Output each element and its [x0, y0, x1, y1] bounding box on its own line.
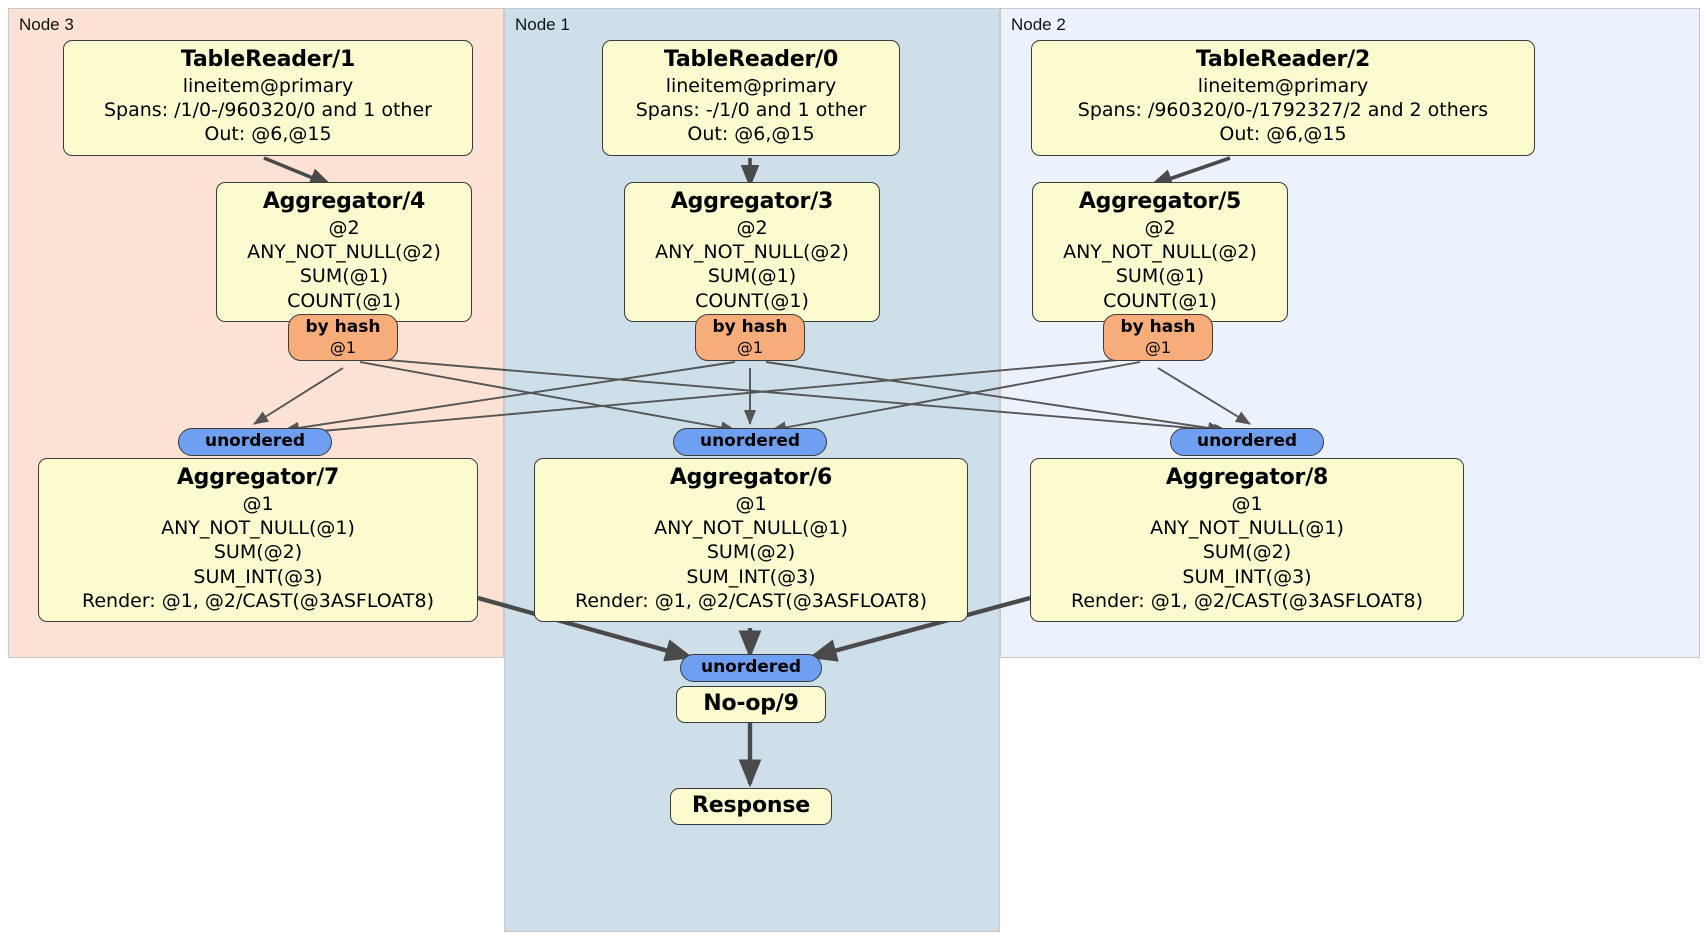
processor-detail-groupby: @2: [736, 216, 768, 239]
processor-detail-agg3: SUM_INT(@3): [193, 565, 323, 588]
processor-aggregator-5[interactable]: Aggregator/5 @2 ANY_NOT_NULL(@2) SUM(@1)…: [1032, 182, 1288, 323]
router-column: @1: [329, 338, 357, 358]
processor-title: Aggregator/3: [670, 189, 834, 214]
processor-title: TableReader/0: [663, 47, 839, 72]
processor-table-reader-0[interactable]: TableReader/0 lineitem@primary Spans: -/…: [602, 40, 900, 156]
node-panel-label-node2: Node 2: [1011, 15, 1066, 34]
input-sync-unordered-left[interactable]: unordered: [178, 428, 332, 457]
processor-detail-agg3: COUNT(@1): [287, 289, 401, 312]
processor-title: TableReader/1: [180, 47, 356, 72]
processor-detail-agg1: ANY_NOT_NULL(@2): [1063, 241, 1257, 264]
processor-detail-agg3: COUNT(@1): [1103, 289, 1217, 312]
processor-detail-agg2: SUM(@2): [706, 541, 796, 564]
processor-detail-agg2: SUM(@1): [1115, 265, 1205, 288]
processor-title: Aggregator/6: [669, 465, 833, 490]
processor-detail-out: Out: @6,@15: [204, 123, 332, 146]
processor-detail-groupby: @1: [1231, 492, 1263, 515]
node-panel-label-node3: Node 3: [19, 15, 74, 34]
input-sync-unordered-center[interactable]: unordered: [673, 428, 827, 457]
output-router-by-hash-right[interactable]: by hash @1: [1103, 314, 1213, 362]
router-column: @1: [736, 338, 764, 358]
sync-label: unordered: [1196, 431, 1298, 451]
processor-title: Aggregator/5: [1078, 189, 1242, 214]
processor-detail-agg1: ANY_NOT_NULL(@1): [1150, 517, 1344, 540]
processor-detail-out: Out: @6,@15: [687, 123, 815, 146]
processor-detail-render: Render: @1, @2/CAST(@3ASFLOAT8): [575, 590, 927, 613]
processor-detail-spans: Spans: -/1/0 and 1 other: [635, 99, 867, 122]
processor-detail-spans: Spans: /1/0-/960320/0 and 1 other: [104, 99, 432, 122]
output-router-by-hash-left[interactable]: by hash @1: [288, 314, 398, 362]
processor-title: No-op/9: [703, 691, 799, 716]
sync-label: unordered: [700, 657, 802, 677]
processor-detail-agg3: SUM_INT(@3): [1182, 565, 1312, 588]
processor-table-reader-1[interactable]: TableReader/1 lineitem@primary Spans: /1…: [63, 40, 473, 156]
router-label: by hash: [712, 317, 788, 337]
processor-table-reader-2[interactable]: TableReader/2 lineitem@primary Spans: /9…: [1031, 40, 1535, 156]
processor-detail-spans: Spans: /960320/0-/1792327/2 and 2 others: [1077, 99, 1489, 122]
processor-detail-agg2: SUM(@2): [213, 541, 303, 564]
processor-title: Aggregator/8: [1165, 465, 1329, 490]
processor-title: Aggregator/4: [262, 189, 426, 214]
processor-aggregator-8[interactable]: Aggregator/8 @1 ANY_NOT_NULL(@1) SUM(@2)…: [1030, 458, 1464, 623]
router-label: by hash: [1120, 317, 1196, 337]
processor-detail-groupby: @1: [242, 492, 274, 515]
processor-detail-render: Render: @1, @2/CAST(@3ASFLOAT8): [1071, 590, 1423, 613]
input-sync-unordered-right[interactable]: unordered: [1170, 428, 1324, 457]
processor-detail-render: Render: @1, @2/CAST(@3ASFLOAT8): [82, 590, 434, 613]
processor-detail-agg2: SUM(@2): [1202, 541, 1292, 564]
processor-detail-agg1: ANY_NOT_NULL(@1): [654, 517, 848, 540]
processor-aggregator-7[interactable]: Aggregator/7 @1 ANY_NOT_NULL(@1) SUM(@2)…: [38, 458, 478, 623]
processor-detail-agg1: ANY_NOT_NULL(@1): [161, 517, 355, 540]
processor-detail-table: lineitem@primary: [665, 74, 837, 97]
node-panel-label-node1: Node 1: [515, 15, 570, 34]
output-router-by-hash-center[interactable]: by hash @1: [695, 314, 805, 362]
sync-label: unordered: [204, 431, 306, 451]
processor-aggregator-3[interactable]: Aggregator/3 @2 ANY_NOT_NULL(@2) SUM(@1)…: [624, 182, 880, 323]
processor-detail-agg3: COUNT(@1): [695, 289, 809, 312]
processor-detail-table: lineitem@primary: [1197, 74, 1369, 97]
processor-title: TableReader/2: [1195, 47, 1371, 72]
processor-aggregator-4[interactable]: Aggregator/4 @2 ANY_NOT_NULL(@2) SUM(@1)…: [216, 182, 472, 323]
processor-title: Aggregator/7: [176, 465, 340, 490]
processor-detail-agg1: ANY_NOT_NULL(@2): [655, 241, 849, 264]
processor-aggregator-6[interactable]: Aggregator/6 @1 ANY_NOT_NULL(@1) SUM(@2)…: [534, 458, 968, 623]
processor-detail-agg2: SUM(@1): [299, 265, 389, 288]
processor-detail-out: Out: @6,@15: [1219, 123, 1347, 146]
processor-response[interactable]: Response: [670, 788, 832, 825]
processor-detail-agg1: ANY_NOT_NULL(@2): [247, 241, 441, 264]
processor-detail-agg2: SUM(@1): [707, 265, 797, 288]
processor-detail-groupby: @1: [735, 492, 767, 515]
processor-noop-9[interactable]: No-op/9: [676, 686, 826, 723]
router-label: by hash: [305, 317, 381, 337]
processor-detail-groupby: @2: [328, 216, 360, 239]
sync-label: unordered: [699, 431, 801, 451]
processor-detail-table: lineitem@primary: [182, 74, 354, 97]
processor-title: Response: [692, 793, 810, 818]
router-column: @1: [1144, 338, 1172, 358]
processor-detail-groupby: @2: [1144, 216, 1176, 239]
input-sync-unordered-final[interactable]: unordered: [680, 654, 822, 683]
processor-detail-agg3: SUM_INT(@3): [686, 565, 816, 588]
